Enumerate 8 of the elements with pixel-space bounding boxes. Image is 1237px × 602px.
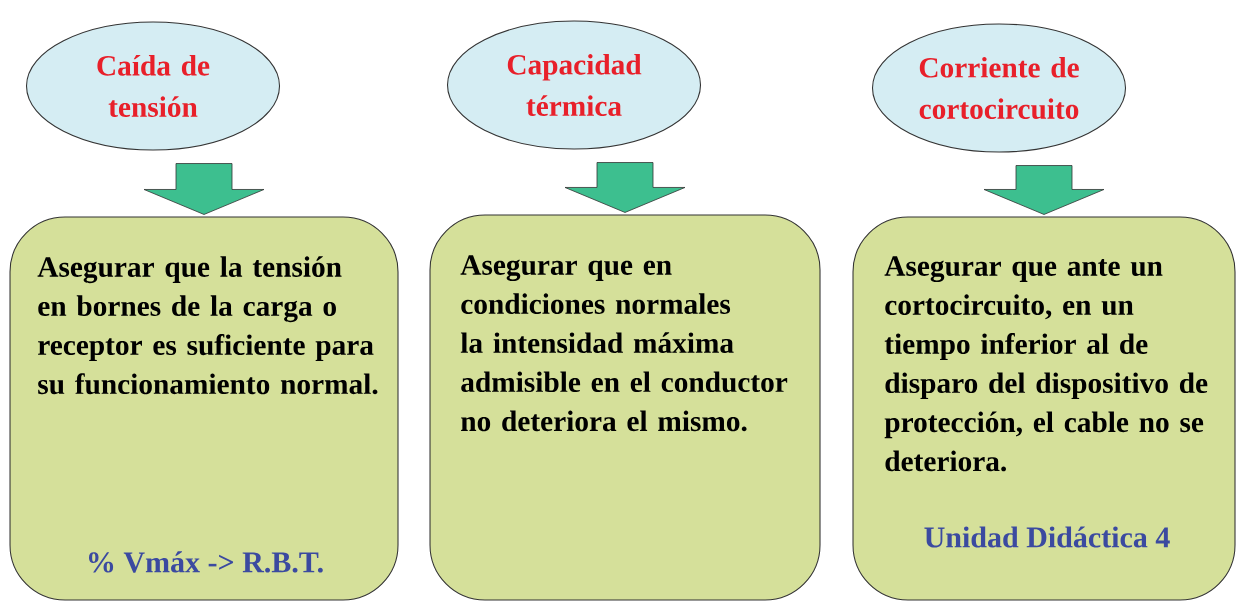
- body-text: Asegurar que en condiciones normales la intensidad máxima admisible en el conductor no deteriora el mismo.: [460, 255, 788, 432]
- arrow: [564, 162, 686, 213]
- reference-text: % Vmáx -> R.B.T.: [89, 551, 323, 573]
- body-text: Asegurar que la tensión en bornes de la carga o receptor es suficiente para su funcionamiento normal.: [37, 256, 378, 395]
- arrow: [143, 163, 265, 215]
- reference-text: Unidad Didáctica 4: [924, 526, 1170, 548]
- arrow: [983, 165, 1105, 215]
- body-text: Asegurar que ante un cortocircuito, en un tiempo inferior al de disparo del dispositivo de protección, el cable no se deteriora.: [884, 256, 1208, 472]
